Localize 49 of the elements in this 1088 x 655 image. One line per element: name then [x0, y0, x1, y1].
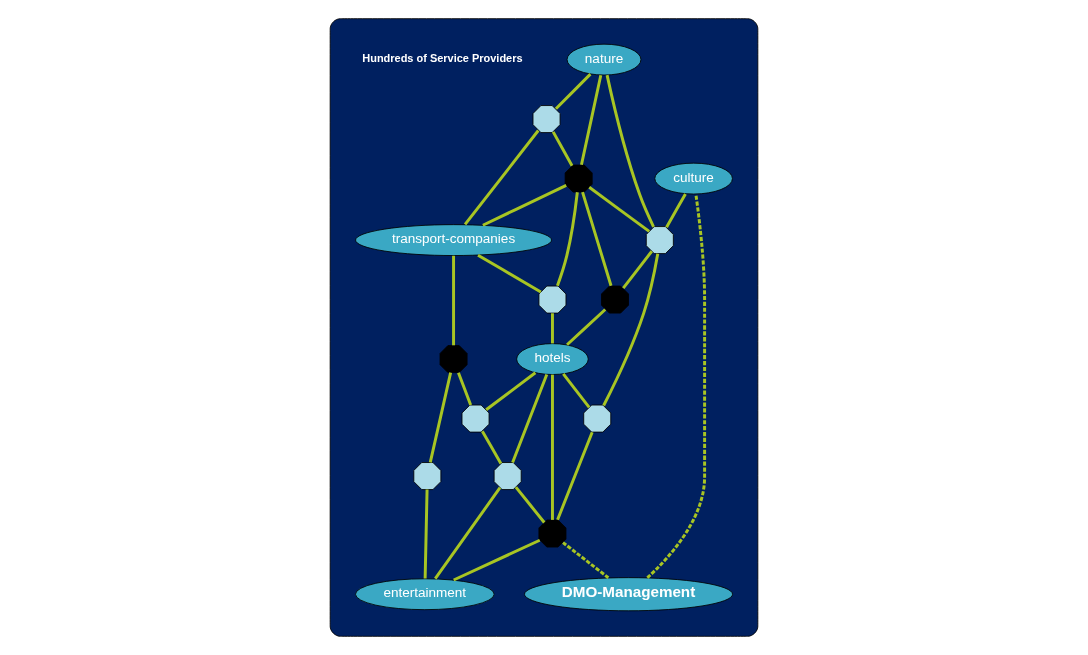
connector: [482, 184, 567, 227]
node-ellipse: entertainment: [355, 578, 495, 611]
connector: [477, 253, 542, 294]
connector: [452, 255, 456, 346]
connector: [514, 486, 546, 524]
connector: [481, 430, 503, 465]
connector: [550, 313, 554, 344]
connector: [463, 129, 540, 226]
node-ellipse: culture: [654, 162, 733, 195]
connector: [646, 194, 707, 579]
node-octagon: [538, 285, 567, 314]
node-octagon: [439, 345, 468, 374]
connector: [581, 191, 613, 287]
node-ellipse: hotels: [516, 343, 589, 375]
connector: [562, 541, 610, 579]
connector: [423, 489, 429, 579]
label: Hundreds of Service Providers: [362, 51, 523, 64]
node-octagon: [583, 404, 612, 433]
node-octagon: [538, 519, 567, 548]
connector: [428, 372, 453, 463]
node-ellipse: transport-companies: [355, 224, 552, 256]
connector: [562, 373, 591, 409]
node-octagon: [413, 462, 442, 490]
connector: [566, 308, 607, 346]
connector: [602, 253, 660, 407]
node-octagon: [532, 105, 561, 134]
connector: [554, 73, 592, 110]
node-ellipse: DMO-Management: [524, 577, 733, 612]
connector: [580, 74, 603, 166]
connector: [605, 74, 655, 228]
connector: [665, 193, 687, 229]
connector: [485, 371, 537, 411]
cluster: [329, 18, 759, 637]
connector: [550, 374, 554, 520]
connector: [622, 250, 653, 289]
node-octagon: [564, 164, 593, 193]
node-octagon: [461, 404, 490, 433]
connector: [457, 372, 473, 406]
connector: [551, 131, 574, 167]
node-octagon: [493, 462, 522, 490]
node-ellipse: nature: [566, 43, 642, 76]
connector: [556, 192, 579, 287]
connector: [588, 186, 651, 233]
connector: [511, 374, 549, 464]
connector: [434, 486, 502, 580]
node-octagon: [645, 226, 674, 255]
connector: [453, 538, 541, 582]
connector: [556, 431, 594, 521]
node-octagon: [601, 285, 629, 314]
